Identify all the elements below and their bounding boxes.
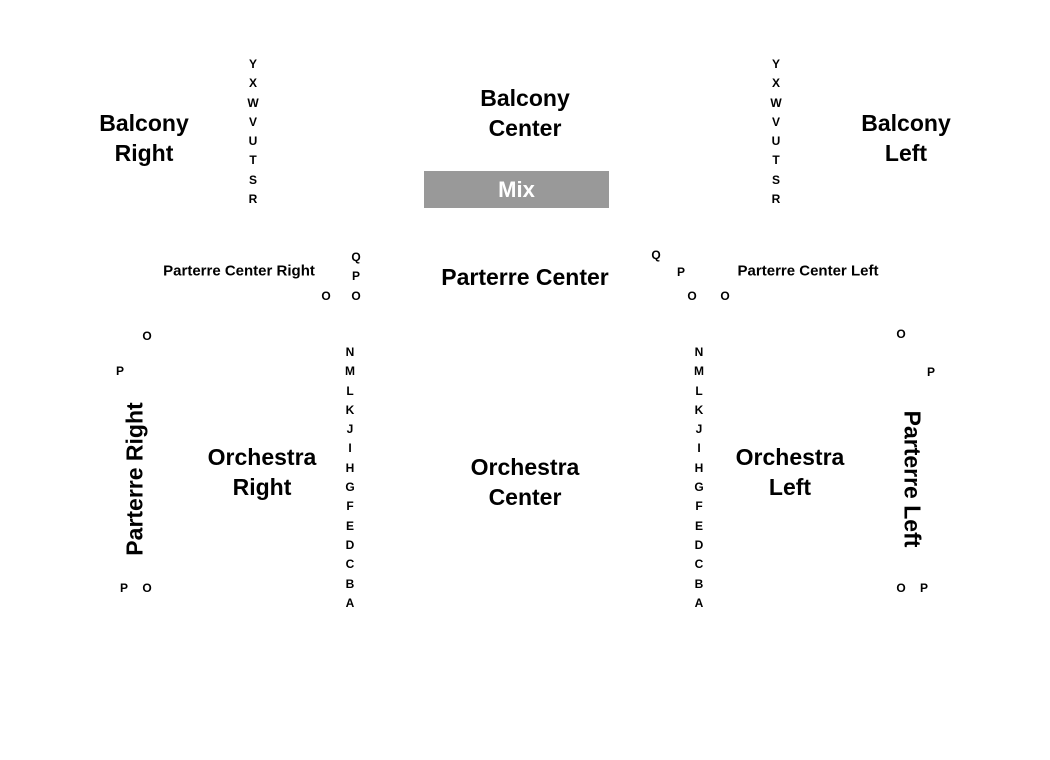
row-letter: W: [770, 95, 782, 110]
row-letter: H: [694, 460, 704, 475]
orchestra-left-label-line1: Orchestra: [735, 444, 845, 470]
row-letter: O: [142, 581, 152, 595]
balcony-right-rows: Y X W V U T S R: [243, 55, 263, 209]
row-letter: Y: [248, 57, 257, 71]
row-letter: I: [697, 441, 701, 456]
row-letter: M: [345, 364, 355, 379]
balcony-right-label-line2: Right: [114, 140, 174, 166]
orchestra-center-label-line2: Center: [488, 484, 562, 510]
orchestra-right-label-line1: Orchestra: [207, 444, 317, 470]
row-letter: J: [695, 422, 703, 437]
row-letter: A: [345, 595, 355, 610]
orchestra-right-rows: N M L K J I H G F E D C B A: [340, 343, 360, 613]
parterre-center-right-label: Parterre Center Right: [163, 262, 315, 280]
parterre-center-left-label: Parterre Center Left: [737, 262, 879, 280]
row-letter: U: [771, 134, 781, 149]
row-letter: D: [345, 537, 355, 552]
mix-box: Mix: [424, 171, 609, 208]
parterre-right-label: Parterre Right: [121, 402, 148, 556]
row-letter: O: [351, 288, 361, 303]
row-letter: R: [248, 192, 258, 207]
row-letter: Q: [651, 248, 661, 262]
parterre-center-right-rows: Q P O: [346, 248, 366, 306]
row-letter: O: [720, 289, 730, 303]
row-letter: O: [321, 289, 331, 303]
row-letter: O: [687, 289, 697, 303]
row-letter: H: [345, 460, 355, 475]
balcony-left-rows: Y X W V U T S R: [766, 55, 786, 209]
row-letter: T: [772, 153, 780, 168]
row-letter: G: [694, 480, 704, 495]
row-letter: P: [351, 269, 360, 284]
row-letter: V: [771, 114, 780, 129]
row-letter: O: [896, 581, 906, 595]
row-letter: T: [249, 153, 257, 168]
row-letter: G: [345, 480, 355, 495]
row-letter: W: [247, 95, 259, 110]
orchestra-right-label-line2: Right: [232, 474, 292, 500]
row-letter: E: [694, 518, 703, 533]
row-letter: L: [346, 383, 354, 398]
row-letter: K: [694, 402, 704, 417]
row-letter: A: [694, 595, 704, 610]
row-letter: P: [926, 365, 936, 379]
balcony-left-label: Balcony Left: [861, 108, 950, 168]
row-letter: B: [694, 576, 704, 591]
orchestra-center-label-line1: Orchestra: [470, 454, 580, 480]
balcony-right-label: Balcony Right: [99, 108, 188, 168]
row-letter: X: [771, 76, 780, 91]
parterre-center-label: Parterre Center: [441, 264, 609, 290]
balcony-left-label-line1: Balcony: [861, 110, 951, 136]
row-letter: C: [345, 557, 355, 572]
orchestra-left-rows: N M L K J I H G F E D C B A: [689, 343, 709, 613]
orchestra-right-label: Orchestra Right: [208, 442, 317, 502]
balcony-center-label: Balcony Center: [480, 83, 569, 143]
row-letter: F: [695, 499, 703, 514]
row-letter: P: [676, 265, 686, 279]
balcony-right-label-line1: Balcony: [99, 110, 189, 136]
row-letter: V: [248, 114, 257, 129]
row-letter: D: [694, 537, 704, 552]
row-letter: O: [896, 327, 906, 341]
row-letter: P: [119, 581, 129, 595]
row-letter: X: [248, 76, 257, 91]
row-letter: E: [345, 518, 354, 533]
row-letter: N: [345, 345, 355, 359]
row-letter: N: [694, 345, 704, 359]
row-letter: S: [771, 172, 780, 187]
row-letter: U: [248, 134, 258, 149]
row-letter: Y: [771, 57, 780, 71]
row-letter: R: [771, 192, 781, 207]
row-letter: Q: [351, 250, 361, 264]
row-letter: P: [919, 581, 929, 595]
row-letter: B: [345, 576, 355, 591]
orchestra-left-label-line2: Left: [768, 474, 812, 500]
row-letter: P: [115, 364, 125, 378]
balcony-left-label-line2: Left: [884, 140, 928, 166]
orchestra-left-label: Orchestra Left: [736, 442, 845, 502]
orchestra-center-label: Orchestra Center: [471, 452, 580, 512]
row-letter: J: [346, 422, 354, 437]
row-letter: L: [695, 383, 703, 398]
row-letter: K: [345, 402, 355, 417]
row-letter: M: [694, 364, 704, 379]
balcony-center-label-line1: Balcony: [480, 85, 570, 111]
row-letter: F: [346, 499, 354, 514]
row-letter: O: [142, 329, 152, 343]
balcony-center-label-line2: Center: [488, 115, 562, 141]
parterre-left-label: Parterre Left: [899, 410, 926, 548]
row-letter: S: [248, 172, 257, 187]
row-letter: C: [694, 557, 704, 572]
row-letter: I: [348, 441, 352, 456]
